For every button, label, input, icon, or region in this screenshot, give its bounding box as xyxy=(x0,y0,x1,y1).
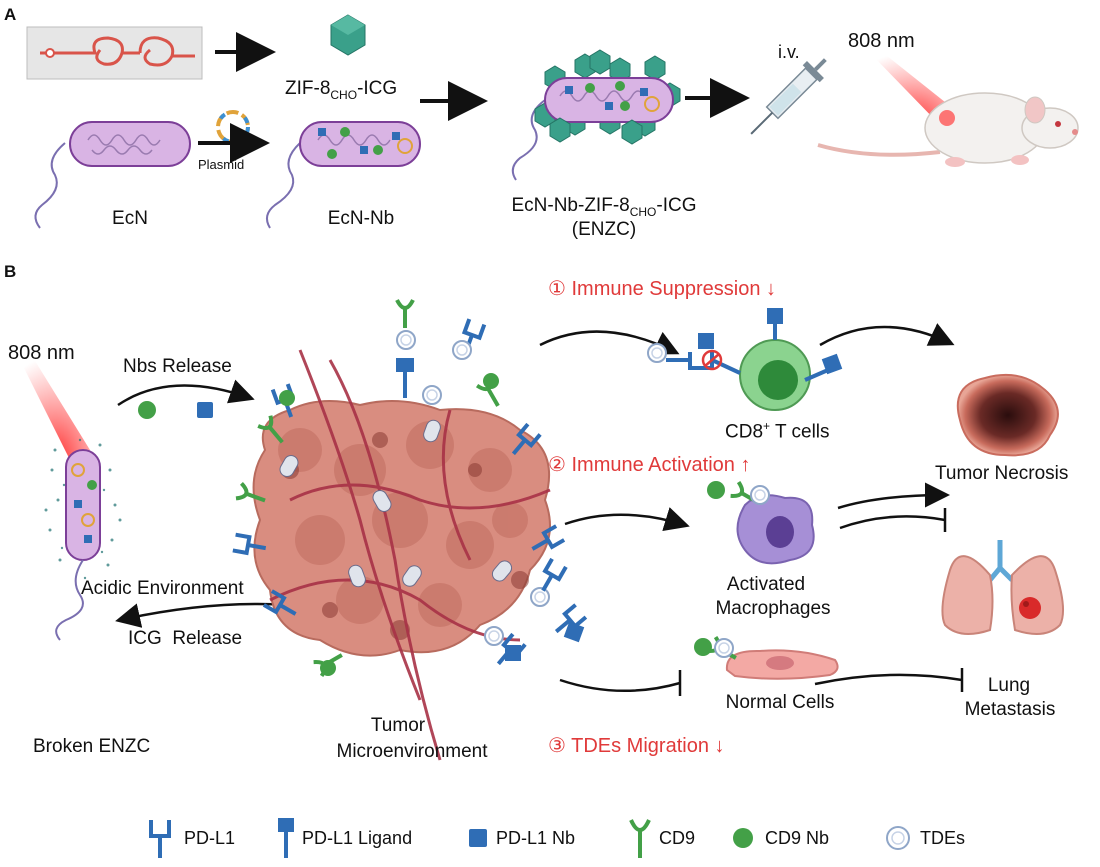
legend-item-pd-l1-nb: PD-L1 Nb xyxy=(488,818,575,858)
pd-l1-nb-icon xyxy=(469,829,487,847)
microenvironment-label: Microenvironment xyxy=(336,741,488,762)
lung-icon xyxy=(941,540,1065,635)
legend-item-pd-l1: PD-L1 xyxy=(176,818,235,858)
step-immune-activation: ② Immune Activation ↑ xyxy=(548,454,751,476)
flagellum-icon xyxy=(34,142,66,229)
cd9-nb-icon xyxy=(733,828,753,848)
panel-a-label: A xyxy=(4,5,17,24)
tumor-necrosis-icon xyxy=(956,373,1059,457)
panel-b-artwork xyxy=(20,298,1065,761)
legend-label: CD9 Nb xyxy=(765,827,830,848)
ecn-bacterium-icon xyxy=(69,121,191,167)
normal-cell-icon xyxy=(694,635,839,680)
enzc-label: EcN-Nb-ZIF-8CHO-ICG xyxy=(511,195,697,219)
enzc-abbrev-label: (ENZC) xyxy=(571,219,637,240)
plasmid-icon xyxy=(216,110,250,144)
legend-label: PD-L1 xyxy=(184,827,236,848)
laser-b-label: 808 nm xyxy=(8,342,75,364)
nbs-release-label: Nbs Release xyxy=(123,356,232,377)
legend-icons xyxy=(149,818,910,858)
cd8-t-cell-icon xyxy=(647,308,843,411)
legend-label: PD-L1 Nb xyxy=(496,827,576,848)
pd-l1-icon xyxy=(149,820,171,858)
laser-a-label: 808 nm xyxy=(848,30,915,52)
syringe-icon xyxy=(750,58,827,135)
acidic-environment-label: Acidic Environment xyxy=(81,578,244,599)
tdes-icon xyxy=(886,826,910,850)
iv-label: i.v. xyxy=(778,42,800,62)
laser-beam-icon xyxy=(872,52,955,125)
activated-macrophage-icon xyxy=(707,480,815,565)
pd-l1-ligand-icon xyxy=(278,818,294,858)
step-tdes-migration: ③ TDEs Migration ↓ xyxy=(548,735,725,757)
legend-label: TDEs xyxy=(920,827,965,848)
lung-label: Lung xyxy=(987,675,1031,696)
mouse-icon xyxy=(817,92,1079,167)
tumor-necrosis-label: Tumor Necrosis xyxy=(935,463,1069,484)
zif8-icg-label: ZIF-8CHO-ICG xyxy=(285,78,398,102)
cd8-t-cells-label: CD8+ T cells xyxy=(725,419,830,443)
panel-b-label: B xyxy=(4,262,17,281)
ecn-nb-label: EcN-Nb xyxy=(327,208,395,229)
macrophages-label: Macrophages xyxy=(715,598,831,619)
broken-enzc-label: Broken ENZC xyxy=(33,736,151,757)
legend-item-tdes: TDEs xyxy=(912,818,965,858)
cd9-icon xyxy=(629,819,651,858)
ecn-label: EcN xyxy=(112,208,148,229)
activated-label: Activated xyxy=(726,574,806,595)
tumor-icon xyxy=(252,349,551,761)
tumor-label: Tumor xyxy=(370,715,426,736)
legend-label: PD-L1 Ligand xyxy=(302,827,413,848)
icg-release-label: ICG Release xyxy=(128,628,243,649)
plasmid-label: Plasmid xyxy=(198,157,245,172)
legend-item-pd-l1-ligand: PD-L1 Ligand xyxy=(294,818,412,858)
panel-a-artwork xyxy=(26,14,1079,229)
metastasis-label: Metastasis xyxy=(964,699,1056,720)
zif8-crystal-icon xyxy=(330,14,366,56)
broken-enzc-icon xyxy=(44,438,122,641)
enzc-icon xyxy=(534,49,681,145)
legend-label: CD9 xyxy=(659,827,696,848)
step-immune-suppression: ① Immune Suppression ↓ xyxy=(548,278,777,300)
legend-item-cd9-nb: CD9 Nb xyxy=(757,818,829,858)
legend-item-cd9: CD9 xyxy=(651,818,695,858)
normal-cells-label: Normal Cells xyxy=(725,692,835,713)
